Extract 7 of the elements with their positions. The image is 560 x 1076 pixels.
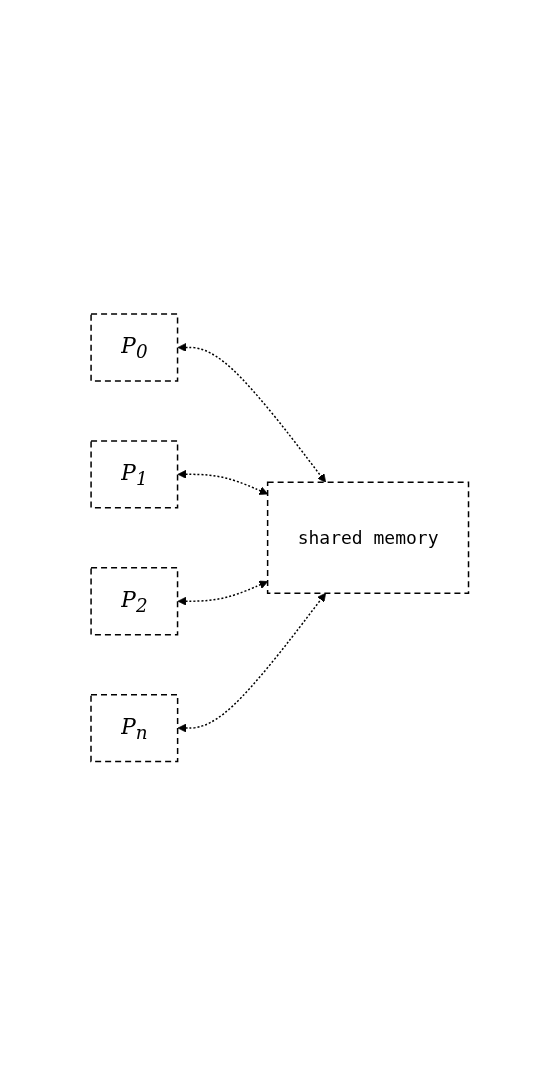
node-box: shared memory (267, 481, 470, 595)
arrow (177, 593, 327, 733)
node-box: P$_{0}$ (90, 313, 179, 382)
node-box: P$_{n}$ (90, 694, 179, 763)
arrow (177, 343, 327, 483)
node-box: P$_{1}$ (90, 440, 179, 509)
node-box: P$_{2}$ (90, 567, 179, 636)
